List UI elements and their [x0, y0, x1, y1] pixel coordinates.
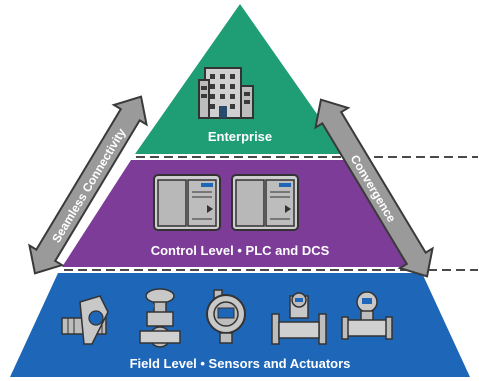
pressure-transmitter-icon [206, 289, 246, 344]
enterprise-label: Enterprise [208, 129, 272, 144]
field-level-label: Field Level • Sensors and Actuators [130, 356, 351, 371]
flow-transmitter-icon [341, 291, 393, 340]
vortex-meter-icon [271, 292, 327, 345]
building-icon [198, 67, 254, 119]
control-level-label: Control Level • PLC and DCS [151, 243, 330, 258]
plc-cabinet-icon [153, 174, 221, 231]
plc-cabinet-icon [231, 174, 299, 231]
control-valve-icon [139, 288, 181, 348]
flowmeter-icon [61, 295, 109, 345]
